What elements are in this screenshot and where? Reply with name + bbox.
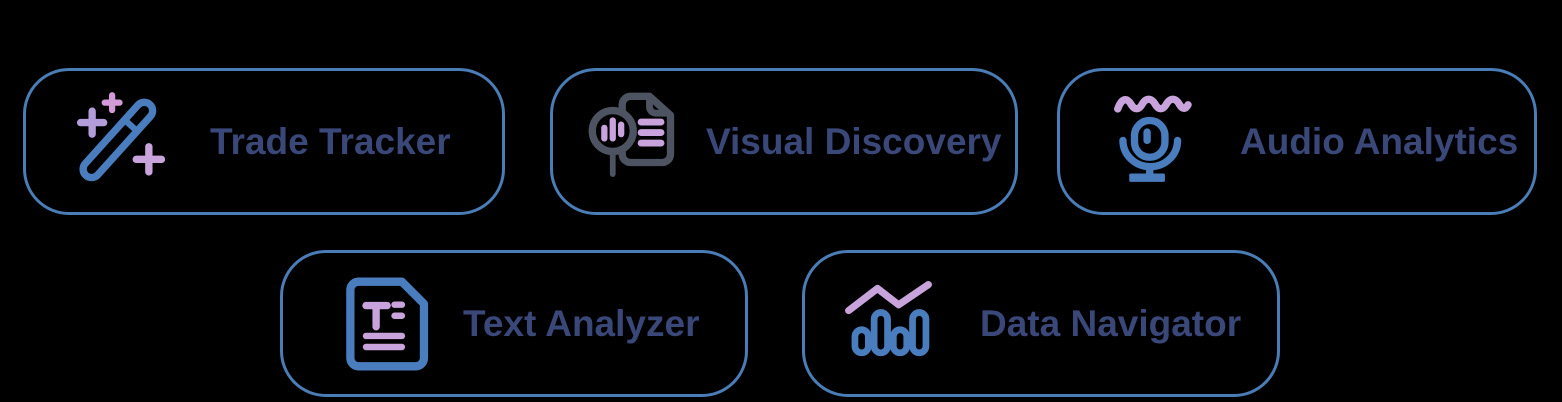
card-data-navigator[interactable]: Data Navigator (802, 250, 1280, 397)
microphone-wave-icon (1103, 89, 1208, 194)
card-trade-tracker[interactable]: Trade Tracker (23, 68, 505, 215)
card-label: Trade Tracker (210, 120, 451, 162)
card-label: Audio Analytics (1240, 120, 1519, 162)
text-document-icon (343, 276, 435, 372)
trend-chart-icon (839, 276, 939, 372)
document-search-icon (583, 89, 695, 194)
card-audio-analytics[interactable]: Audio Analytics (1057, 68, 1537, 215)
magic-wand-icon (68, 89, 173, 194)
card-label: Data Navigator (980, 302, 1242, 344)
card-label: Text Analyzer (463, 302, 700, 344)
card-label: Visual Discovery (706, 120, 1002, 162)
card-visual-discovery[interactable]: Visual Discovery (550, 68, 1018, 215)
card-text-analyzer[interactable]: Text Analyzer (280, 250, 748, 397)
